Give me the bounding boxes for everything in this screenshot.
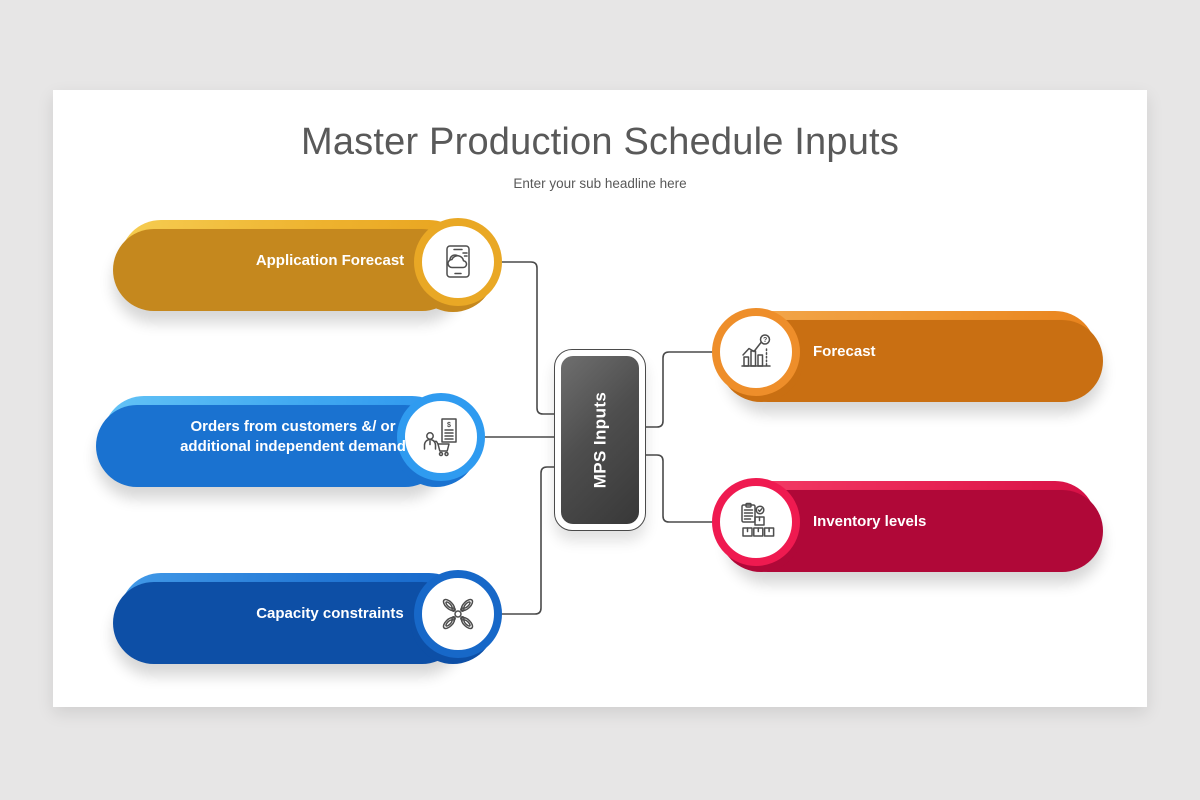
icon-badge: ? (712, 308, 800, 396)
icon-badge (414, 570, 502, 658)
pill-shape (120, 573, 470, 655)
forecast-chart-icon: ? (741, 334, 771, 367)
chain-links-icon (442, 598, 474, 630)
center-node-label: MPS Inputs (590, 391, 609, 489)
svg-text:$: $ (447, 422, 451, 429)
pill-shape (120, 220, 470, 302)
monitor-cloud-icon (446, 245, 470, 278)
node-application-forecast: Application Forecast (120, 218, 502, 308)
node-label: Forecast (813, 343, 876, 360)
inventory-boxes-icon (741, 502, 775, 537)
node-label: Capacity constraints (256, 605, 404, 622)
connector-capacity-constraints (498, 466, 556, 615)
center-node-frame: MPS Inputs (554, 349, 646, 531)
node-capacity-constraints: Capacity constraints (120, 570, 502, 660)
node-label: Orders from customers &/ or additional i… (180, 418, 406, 455)
icon-badge: $ (397, 393, 485, 481)
slide: Master Production Schedule Inputs Enter … (53, 90, 1147, 707)
svg-text:?: ? (763, 337, 767, 344)
node-inventory-levels: Inventory levels (712, 478, 1096, 568)
node-forecast: Forecast ? (712, 308, 1096, 398)
connector-lines (481, 261, 715, 615)
connector-inventory-levels (644, 454, 715, 523)
center-node: MPS Inputs (561, 356, 639, 524)
pill-shape (103, 396, 453, 478)
connector-application-forecast (498, 261, 556, 415)
connector-forecast (644, 351, 715, 428)
icon-badge (712, 478, 800, 566)
icon-badge (414, 218, 502, 306)
node-label: Application Forecast (255, 252, 405, 269)
customer-order-cart-icon: $ (423, 418, 457, 457)
page-title: Master Production Schedule Inputs (300, 121, 900, 163)
node-label: Inventory levels (813, 513, 927, 530)
node-orders-from-customers: Orders from customers &/ or additional i… (103, 393, 485, 483)
page-subtitle: Enter your sub headline here (513, 176, 687, 191)
